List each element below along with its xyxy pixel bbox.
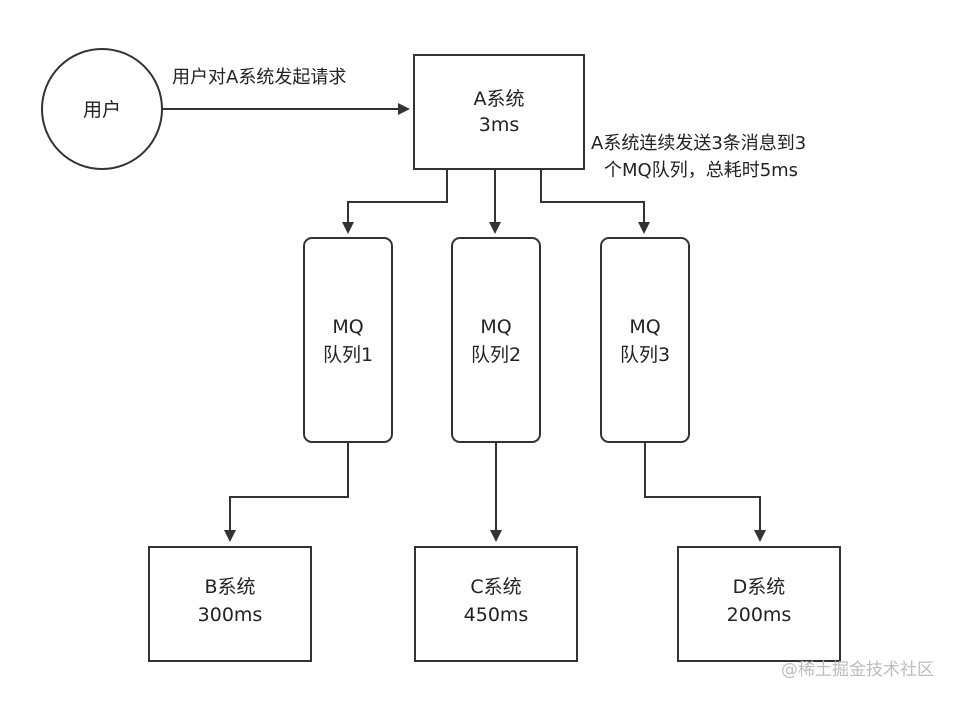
edge-a-to-mq-label-line1: A系统连续发送3条消息到3 [591,133,806,154]
system-a-latency: 3ms [479,114,520,136]
edge-mq3-to-d [644,442,766,542]
mq-queue-3-node: MQ 队列3 [600,237,690,443]
user-label: 用户 [83,99,121,121]
mq-queue-1-node: MQ 队列1 [303,237,393,443]
system-b-node: B系统 300ms [148,546,312,662]
edge-user-to-a: 用户对A系统发起请求 [162,67,410,115]
mq-queue-2-node: MQ 队列2 [451,237,541,443]
system-b-latency: 300ms [198,604,263,626]
system-b-title: B系统 [204,576,255,598]
mq-queue-1-title: MQ [332,316,363,338]
edge-a-to-mq3 [540,169,650,234]
mq-queue-1-name: 队列1 [323,344,373,366]
system-a-title: A系统 [474,88,525,110]
system-a-node: A系统 3ms [413,54,585,170]
edge-a-to-mq1 [342,169,448,234]
user-node: 用户 [41,48,163,170]
system-d-latency: 200ms [727,604,792,626]
mq-queue-3-name: 队列3 [620,344,670,366]
edge-user-to-a-label: 用户对A系统发起请求 [172,67,346,88]
system-c-title: C系统 [470,576,521,598]
system-c-latency: 450ms [464,604,529,626]
mq-queue-2-title: MQ [480,316,511,338]
mq-queue-2-name: 队列2 [471,344,521,366]
system-c-node: C系统 450ms [414,546,578,662]
edge-mq1-to-b [224,442,349,542]
watermark-text: @稀土掘金技术社区 [781,660,934,680]
edge-a-to-mq-label-line2: 个MQ队列，总耗时5ms [604,160,798,181]
system-d-title: D系统 [733,576,786,598]
system-d-node: D系统 200ms [677,546,841,662]
mq-queue-3-title: MQ [629,316,660,338]
edge-a-to-mq-annotation: A系统连续发送3条消息到3 个MQ队列，总耗时5ms [591,133,806,181]
